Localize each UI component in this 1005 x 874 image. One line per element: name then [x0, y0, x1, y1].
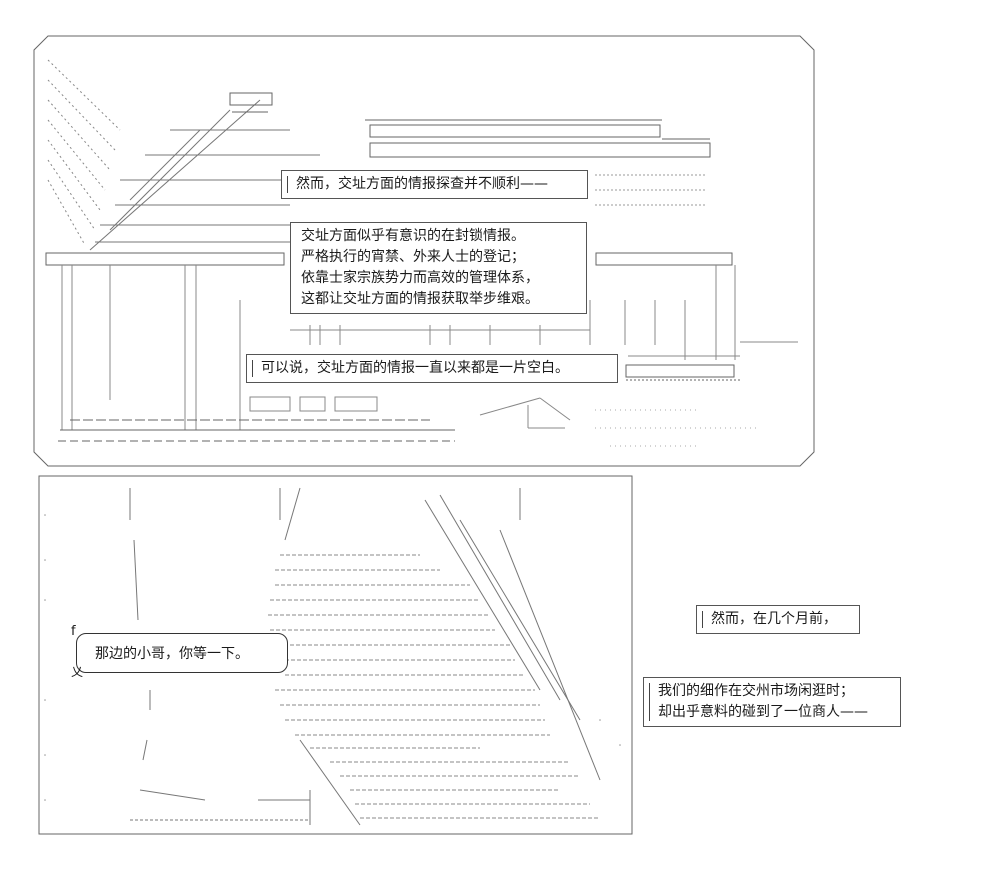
caption-line-4: 这都让交址方面的情报获取举步维艰。: [301, 291, 539, 307]
caption-information-blank: 可以说，交址方面的情报一直以来都是一片空白。: [246, 354, 618, 383]
caption-text: 可以说，交址方面的情报一直以来都是一片空白。: [261, 360, 569, 376]
caption-text: 然而，交址方面的情报探查并不顺利——: [296, 176, 548, 192]
caption-line-1: 我们的细作在交州市场闲逛时；: [658, 683, 854, 699]
caption-line-3: 依靠士家宗族势力而高效的管理体系，: [301, 270, 539, 286]
caption-text: 然而，在几个月前，: [711, 611, 837, 627]
caption-information-blockade: 交址方面似乎有意识的在封锁情报。 严格执行的宵禁、外来人士的登记； 依靠士家宗族…: [290, 222, 587, 314]
caption-investigation-not-smooth: 然而，交址方面的情报探查并不顺利——: [281, 170, 588, 199]
panel-1-frame: [33, 35, 815, 467]
caption-met-merchant: 我们的细作在交州市场闲逛时； 却出乎意料的碰到了一位商人——: [643, 677, 901, 727]
speech-text: 那边的小哥，你等一下。: [95, 646, 249, 662]
caption-line-2: 严格执行的宵禁、外来人士的登记；: [301, 249, 525, 265]
caption-months-ago: 然而，在几个月前，: [696, 605, 860, 634]
caption-line-2: 却出乎意料的碰到了一位商人——: [658, 704, 868, 720]
caption-line-1: 交址方面似乎有意识的在封锁情报。: [301, 228, 525, 244]
speech-bubble: 那边的小哥，你等一下。: [71, 624, 288, 680]
panel-2-frame: [38, 475, 633, 835]
